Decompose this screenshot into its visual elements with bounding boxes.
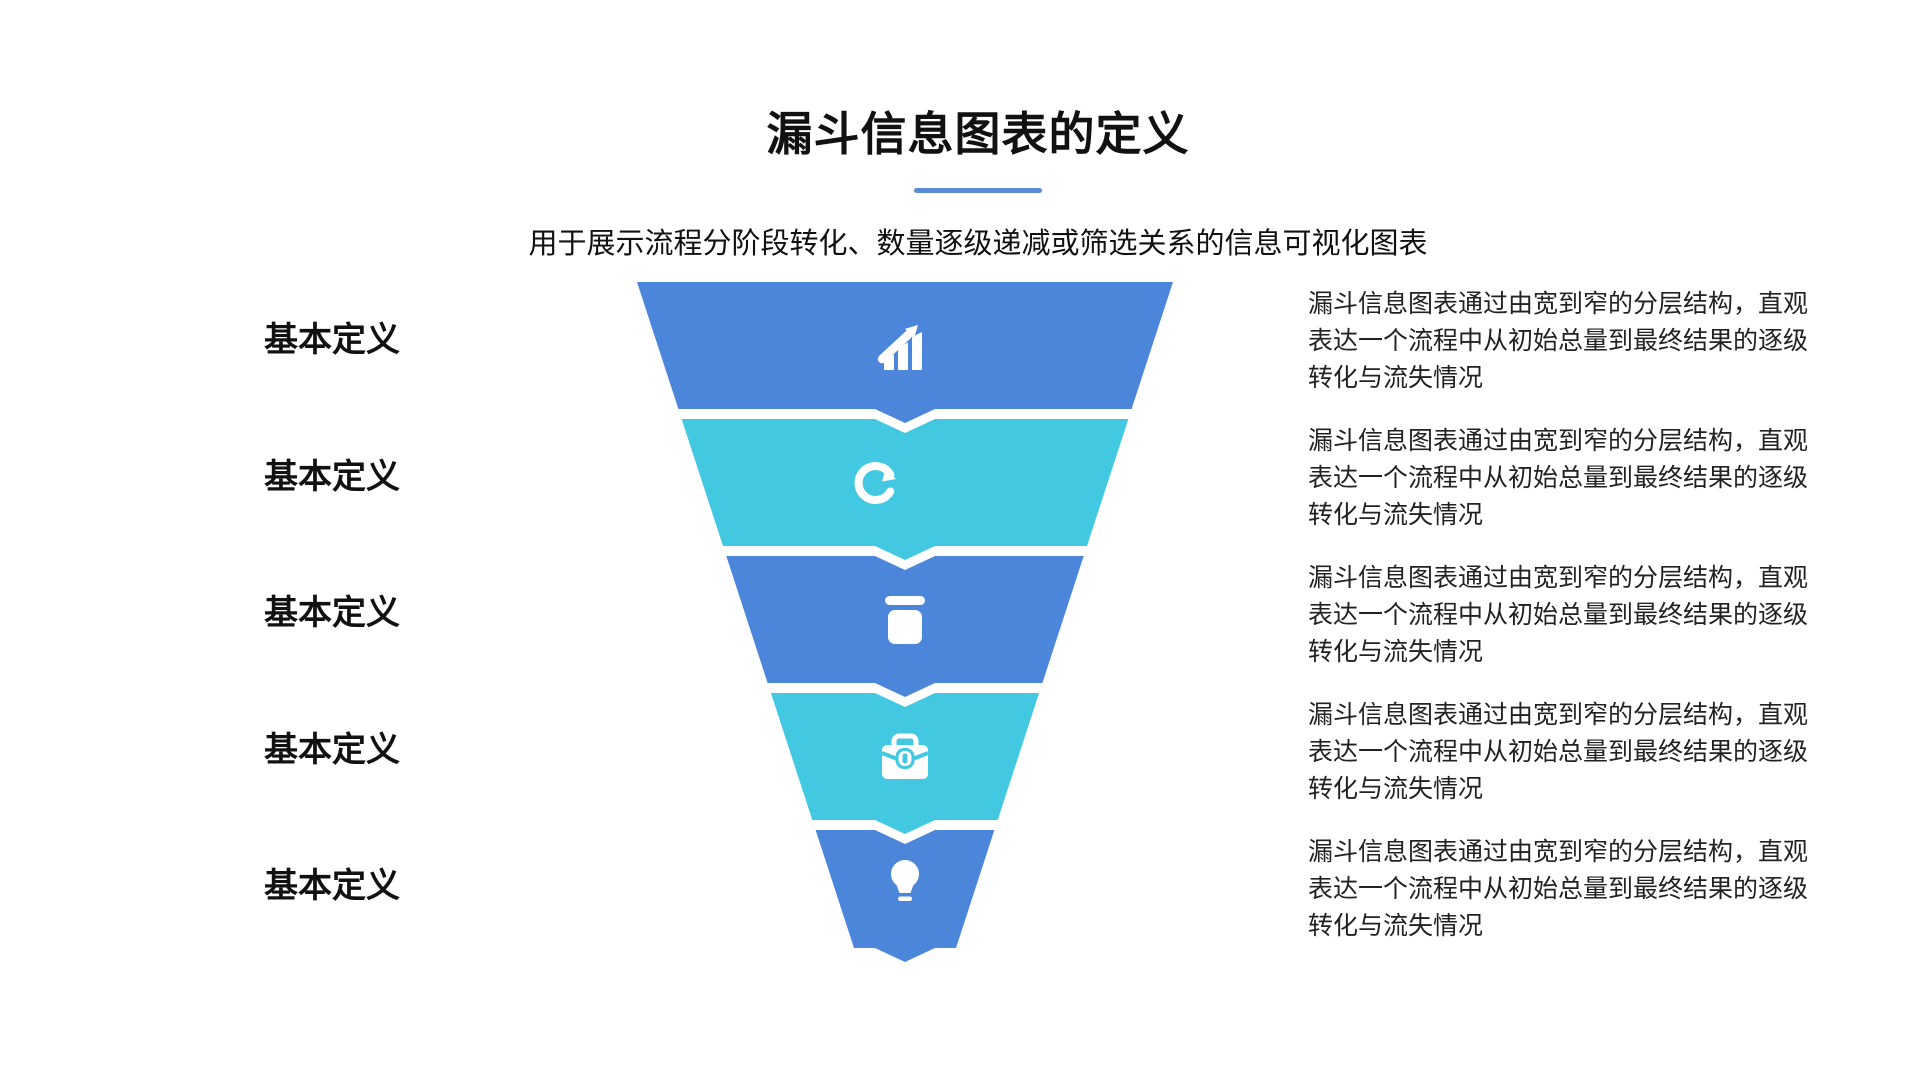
stage-label-5: 基本定义 (264, 867, 400, 905)
stage-description-line: 表达一个流程中从初始总量到最终结果的逐级 (1308, 464, 1809, 492)
stage-description-2: 漏斗信息图表通过由宽到窄的分层结构，直观 表达一个流程中从初始总量到最终结果的逐… (1308, 423, 1823, 534)
funnel-layer-4 (770, 693, 1040, 834)
stage-description-line: 表达一个流程中从初始总量到最终结果的逐级 (1308, 601, 1809, 629)
funnel-segment-5 (815, 830, 995, 962)
stage-description-line: 表达一个流程中从初始总量到最终结果的逐级 (1308, 738, 1809, 766)
title-divider (914, 188, 1042, 193)
trash-icon (885, 596, 925, 644)
page-title: 漏斗信息图表的定义 (766, 108, 1190, 160)
stage-description-line: 转化与流失情况 (1308, 501, 1484, 529)
stage-description-line: 转化与流失情况 (1308, 364, 1484, 392)
stage-description-1: 漏斗信息图表通过由宽到窄的分层结构，直观 表达一个流程中从初始总量到最终结果的逐… (1308, 286, 1823, 397)
stage-description-line: 转化与流失情况 (1308, 775, 1484, 803)
stage-label-2: 基本定义 (264, 458, 400, 496)
stage-label-1: 基本定义 (264, 321, 400, 359)
stage-label-4: 基本定义 (264, 731, 400, 769)
funnel-layer-5 (815, 830, 995, 962)
stage-description-line: 漏斗信息图表通过由宽到窄的分层结构，直观 (1308, 427, 1809, 455)
funnel-layer-2 (681, 419, 1129, 560)
stage-label-3: 基本定义 (264, 594, 400, 632)
funnel-diagram (637, 282, 1173, 962)
stage-description-line: 漏斗信息图表通过由宽到窄的分层结构，直观 (1308, 564, 1809, 592)
funnel-layer-3 (726, 556, 1084, 697)
stage-description-line: 表达一个流程中从初始总量到最终结果的逐级 (1308, 327, 1809, 355)
stage-description-line: 转化与流失情况 (1308, 638, 1484, 666)
funnel-layer-1 (637, 282, 1173, 423)
stage-description-4: 漏斗信息图表通过由宽到窄的分层结构，直观 表达一个流程中从初始总量到最终结果的逐… (1308, 697, 1823, 808)
briefcase-icon (881, 733, 929, 779)
stage-description-line: 漏斗信息图表通过由宽到窄的分层结构，直观 (1308, 290, 1809, 318)
lightbulb-icon (891, 860, 919, 901)
funnel-segment-2 (681, 419, 1129, 560)
stage-description-3: 漏斗信息图表通过由宽到窄的分层结构，直观 表达一个流程中从初始总量到最终结果的逐… (1308, 560, 1823, 671)
stage-description-line: 漏斗信息图表通过由宽到窄的分层结构，直观 (1308, 838, 1809, 866)
stage-description-line: 转化与流失情况 (1308, 912, 1484, 940)
stage-description-5: 漏斗信息图表通过由宽到窄的分层结构，直观 表达一个流程中从初始总量到最终结果的逐… (1308, 834, 1823, 945)
trend-up-chart-icon (877, 325, 922, 370)
stage-description-line: 漏斗信息图表通过由宽到窄的分层结构，直观 (1308, 701, 1809, 729)
page-subtitle: 用于展示流程分阶段转化、数量逐级递减或筛选关系的信息可视化图表 (528, 228, 1428, 260)
refresh-ccw-icon (854, 462, 896, 504)
stage-description-line: 表达一个流程中从初始总量到最终结果的逐级 (1308, 875, 1809, 903)
